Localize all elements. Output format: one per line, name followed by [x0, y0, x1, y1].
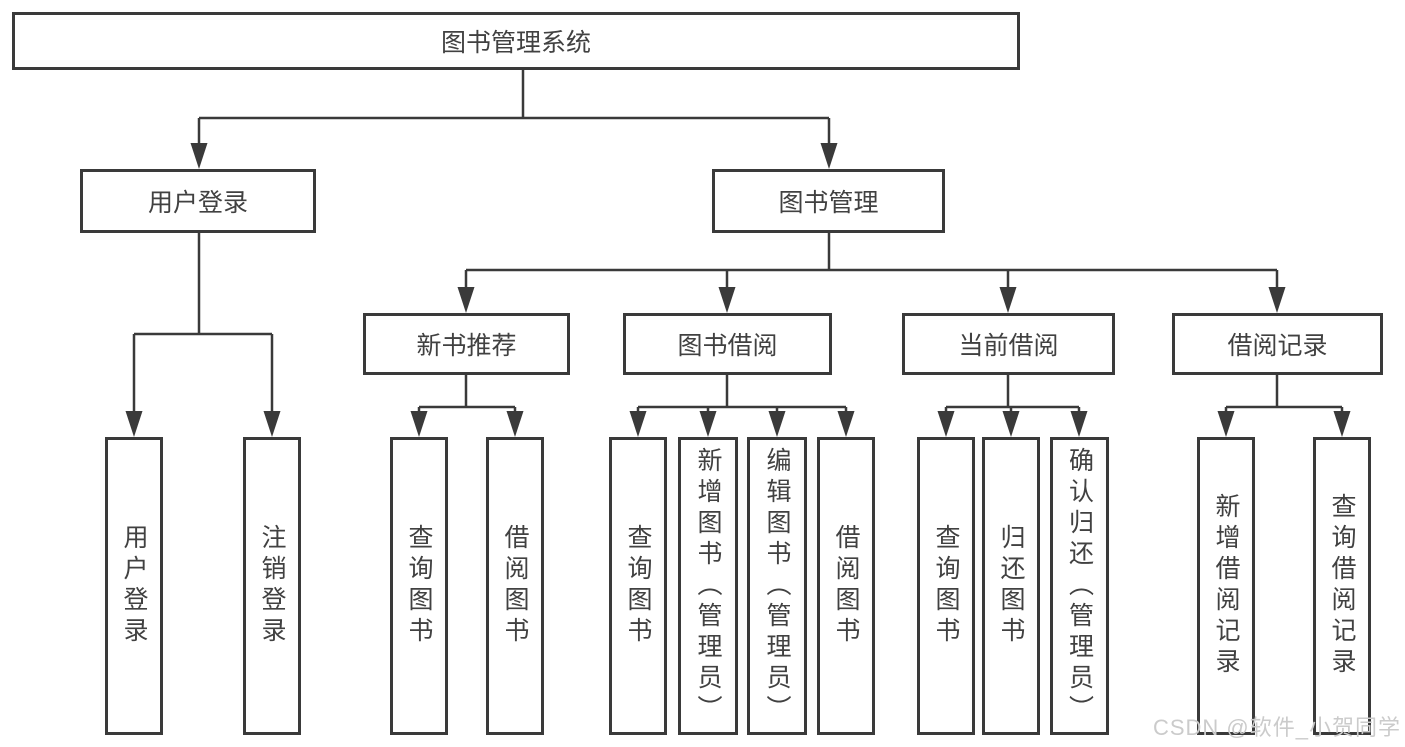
leaf-query-books-recommend-label: 查询图书 — [405, 524, 433, 648]
node-book-management: 图书管理 — [712, 169, 945, 233]
leaf-confirm-return-admin-label: 确认归还（管理员） — [1065, 446, 1094, 726]
leaf-add-books-admin: 新增图书（管理员） — [678, 437, 738, 735]
leaf-query-books-recommend: 查询图书 — [390, 437, 448, 735]
node-book-management-label: 图书管理 — [778, 189, 879, 217]
leaf-borrow-books-label: 借阅图书 — [832, 524, 860, 648]
node-book-borrowing-label: 图书借阅 — [677, 332, 778, 360]
leaf-logout-label: 注销登录 — [258, 524, 286, 648]
leaf-borrow-books-recommend-label: 借阅图书 — [501, 524, 529, 648]
leaf-user-login: 用户登录 — [105, 437, 163, 735]
leaf-add-borrow-record: 新增借阅记录 — [1197, 437, 1255, 735]
leaf-add-borrow-record-label: 新增借阅记录 — [1212, 493, 1240, 679]
leaf-add-books-admin-label: 新增图书（管理员） — [694, 446, 722, 726]
leaf-query-books-current: 查询图书 — [917, 437, 975, 735]
leaf-borrow-books: 借阅图书 — [817, 437, 875, 735]
leaf-confirm-return-admin: 确认归还（管理员） — [1050, 437, 1109, 735]
leaf-borrow-books-recommend: 借阅图书 — [486, 437, 544, 735]
node-user-login: 用户登录 — [80, 169, 316, 233]
leaf-logout: 注销登录 — [243, 437, 301, 735]
node-borrowing-records-label: 借阅记录 — [1227, 332, 1328, 360]
leaf-query-books-borrowing: 查询图书 — [609, 437, 667, 735]
node-root-label: 图书管理系统 — [440, 29, 591, 57]
node-new-book-recommend: 新书推荐 — [363, 313, 570, 375]
arrowheads — [125, 143, 1351, 437]
leaf-edit-books-admin: 编辑图书（管理员） — [747, 437, 807, 735]
leaf-return-books: 归还图书 — [982, 437, 1040, 735]
node-user-login-label: 用户登录 — [147, 189, 248, 217]
leaf-user-login-label: 用户登录 — [120, 524, 148, 648]
node-book-borrowing: 图书借阅 — [623, 313, 832, 375]
node-root-system: 图书管理系统 — [12, 12, 1020, 70]
node-borrowing-records: 借阅记录 — [1172, 313, 1383, 375]
node-current-borrowing-label: 当前借阅 — [958, 332, 1059, 360]
node-current-borrowing: 当前借阅 — [902, 313, 1115, 375]
csdn-watermark: CSDN @软件_小贺同学 — [1152, 715, 1401, 740]
leaf-query-borrow-record: 查询借阅记录 — [1313, 437, 1371, 735]
node-new-book-recommend-label: 新书推荐 — [416, 332, 517, 360]
leaf-query-books-current-label: 查询图书 — [932, 524, 960, 648]
leaf-return-books-label: 归还图书 — [997, 524, 1025, 648]
leaf-query-borrow-record-label: 查询借阅记录 — [1328, 493, 1356, 679]
leaf-query-books-borrowing-label: 查询图书 — [624, 524, 652, 648]
leaf-edit-books-admin-label: 编辑图书（管理员） — [763, 446, 791, 726]
